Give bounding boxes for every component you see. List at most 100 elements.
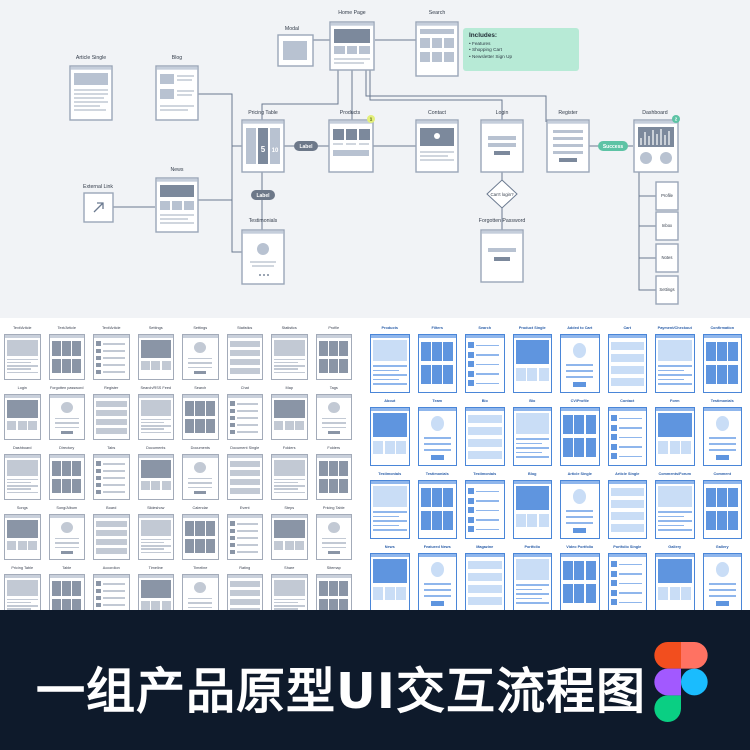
wireframe-thumbnail[interactable]: Product Single [509, 326, 557, 399]
wireframe-thumbnail[interactable]: Gallery [651, 545, 699, 610]
wireframe-thumbnail[interactable]: Forgotten password [45, 386, 90, 446]
wireframe-thumbnail[interactable]: Sitemap [312, 566, 357, 610]
wireframe-thumbnail[interactable]: Video Portfolio [556, 545, 604, 610]
wireframe-thumbnail[interactable]: Map [267, 386, 312, 446]
wireframe-thumbnail[interactable]: Comments/Forum [651, 472, 699, 545]
wireframe-thumbnail[interactable]: Event [223, 506, 268, 566]
node-modal[interactable]: Modal [277, 26, 314, 67]
wireframe-thumbnail[interactable]: Share [267, 566, 312, 610]
wireframe-thumbnail[interactable]: News [366, 545, 414, 610]
node-profile[interactable]: Profile [655, 181, 679, 211]
wireframe-thumbnail[interactable]: Documents [134, 446, 179, 506]
wireframe-thumbnail[interactable]: Statistics [267, 326, 312, 386]
wireframe-thumbnail[interactable]: Directory [45, 446, 90, 506]
node-contact[interactable]: Contact [415, 110, 459, 173]
wireframe-thumbnail[interactable]: Settings [178, 326, 223, 386]
wireframe-thumbnail[interactable]: Testimonials [414, 472, 462, 545]
wireframe-thumbnail[interactable]: Magazine [461, 545, 509, 610]
wireframe-thumbnail[interactable]: Statistics [223, 326, 268, 386]
wireframe-thumbnail[interactable]: Testimonials [366, 472, 414, 545]
wireframe-thumbnail[interactable]: Song/Album [45, 506, 90, 566]
wireframe-thumbnail[interactable]: Comment [699, 472, 747, 545]
wireframe-thumbnail[interactable]: Timeline [134, 566, 179, 610]
node-register[interactable]: Register [546, 110, 590, 173]
wireframe-thumbnail[interactable]: Slideshow [134, 506, 179, 566]
wireframe-thumbnail[interactable]: Pricing Table [312, 506, 357, 566]
node-notes[interactable]: Notes [655, 243, 679, 273]
wireframe-thumbnail[interactable]: Text/Article [45, 326, 90, 386]
wireframe-thumbnail[interactable]: Gallery [699, 545, 747, 610]
wireframe-thumbnail[interactable]: Document Single [223, 446, 268, 506]
wireframe-thumbnail[interactable]: Confirmation [699, 326, 747, 399]
success-pill-text: Success [603, 144, 624, 150]
node-search[interactable]: Search [415, 10, 459, 77]
wireframe-thumbnail[interactable]: Accordion [89, 566, 134, 610]
wireframe-thumbnail[interactable]: Settings [134, 326, 179, 386]
wireframe-thumbnail[interactable]: Search/RSS Feed [134, 386, 179, 446]
wireframe-thumbnail[interactable]: Search [178, 386, 223, 446]
node-login[interactable]: Login [480, 110, 524, 173]
wireframe-thumbnail[interactable]: Article Single [604, 472, 652, 545]
wireframe-thumbnail[interactable]: Testimonials [699, 399, 747, 472]
node-article-single[interactable]: Article Single [69, 55, 113, 121]
node-pricing-table[interactable]: Pricing Table 5 10 [241, 110, 285, 173]
wireframe-thumbnail[interactable]: Login [0, 386, 45, 446]
node-testimonials[interactable]: Testimonials [241, 218, 285, 285]
wireframe-thumbnail[interactable]: Steps [267, 506, 312, 566]
node-inbox[interactable]: Inbox [655, 211, 679, 241]
wireframe-thumbnail[interactable]: Team [414, 399, 462, 472]
node-settings[interactable]: Settings [655, 275, 679, 305]
wireframe-thumbnail[interactable]: Featured News [414, 545, 462, 610]
wireframe-thumbnail[interactable]: Bio [509, 399, 557, 472]
wireframe-thumbnail[interactable]: Dashboard [0, 446, 45, 506]
wireframe-thumbnail[interactable]: CV/Profile [556, 399, 604, 472]
node-blog[interactable]: Blog [155, 55, 199, 121]
wireframe-thumbnail[interactable]: Blog [509, 472, 557, 545]
wireframe-thumbnail[interactable]: Calendar [178, 506, 223, 566]
wireframe-thumbnail[interactable]: Tabs [89, 446, 134, 506]
wireframe-thumbnail[interactable]: Article Single [556, 472, 604, 545]
wireframe-thumbnail[interactable]: Payment/Checkout [651, 326, 699, 399]
wireframe-thumbnail[interactable]: Folders [267, 446, 312, 506]
wireframe-thumbnail[interactable]: Portfolio [509, 545, 557, 610]
node-products[interactable]: Products 1 [328, 110, 375, 173]
wireframe-thumbnail[interactable]: Chat [223, 386, 268, 446]
wireframe-thumbnail[interactable]: Search [461, 326, 509, 399]
wireframe-thumbnail-label: Documents [190, 446, 210, 450]
wireframe-thumbnail[interactable]: Documents [178, 446, 223, 506]
wireframe-thumbnail[interactable]: Timeline [178, 566, 223, 610]
wireframe-thumbnail[interactable]: Added to Cart [556, 326, 604, 399]
wireframe-thumbnail[interactable]: Songs [0, 506, 45, 566]
wireframe-content [706, 559, 740, 609]
decision-cant-login[interactable]: Can't login? [486, 179, 518, 209]
label-pill-2[interactable]: Label [251, 190, 275, 200]
wireframe-thumbnail[interactable]: About [366, 399, 414, 472]
wireframe-thumbnail[interactable]: Portfolio Single [604, 545, 652, 610]
node-dashboard[interactable]: Dashboard 2 [633, 110, 680, 173]
wireframe-thumbnail[interactable]: Testimonials [461, 472, 509, 545]
wireframe-thumbnail[interactable]: Rating [223, 566, 268, 610]
label-pill-1[interactable]: Label [294, 141, 318, 151]
wireframe-thumbnail[interactable]: Tags [312, 386, 357, 446]
wireframe-thumbnail[interactable]: Profile [312, 326, 357, 386]
wireframe-thumbnail[interactable]: Folders [312, 446, 357, 506]
wireframe-thumbnail[interactable]: Register [89, 386, 134, 446]
wireframe-thumbnail[interactable]: Table [45, 566, 90, 610]
wireframe-frame [655, 334, 695, 393]
wireframe-thumbnail[interactable]: Text/Article [89, 326, 134, 386]
wireframe-thumbnail[interactable]: Text/Article [0, 326, 45, 386]
wireframe-thumbnail[interactable]: Form [651, 399, 699, 472]
wireframe-thumbnail-label: Tags [329, 386, 338, 390]
wireframe-thumbnail[interactable]: Bio [461, 399, 509, 472]
wireframe-thumbnail[interactable]: Pricing Table [0, 566, 45, 610]
wireframe-thumbnail[interactable]: Board [89, 506, 134, 566]
node-forgotten-password[interactable]: Forgotten Password [479, 218, 526, 283]
wireframe-thumbnail[interactable]: Products [366, 326, 414, 399]
success-pill[interactable]: Success [598, 141, 628, 151]
node-external-link[interactable]: External Link [83, 184, 114, 223]
wireframe-thumbnail[interactable]: Contact [604, 399, 652, 472]
wireframe-thumbnail[interactable]: Filters [414, 326, 462, 399]
wireframe-thumbnail[interactable]: Cart [604, 326, 652, 399]
node-news[interactable]: News [155, 167, 199, 233]
node-home-page[interactable]: Home Page [329, 10, 375, 71]
